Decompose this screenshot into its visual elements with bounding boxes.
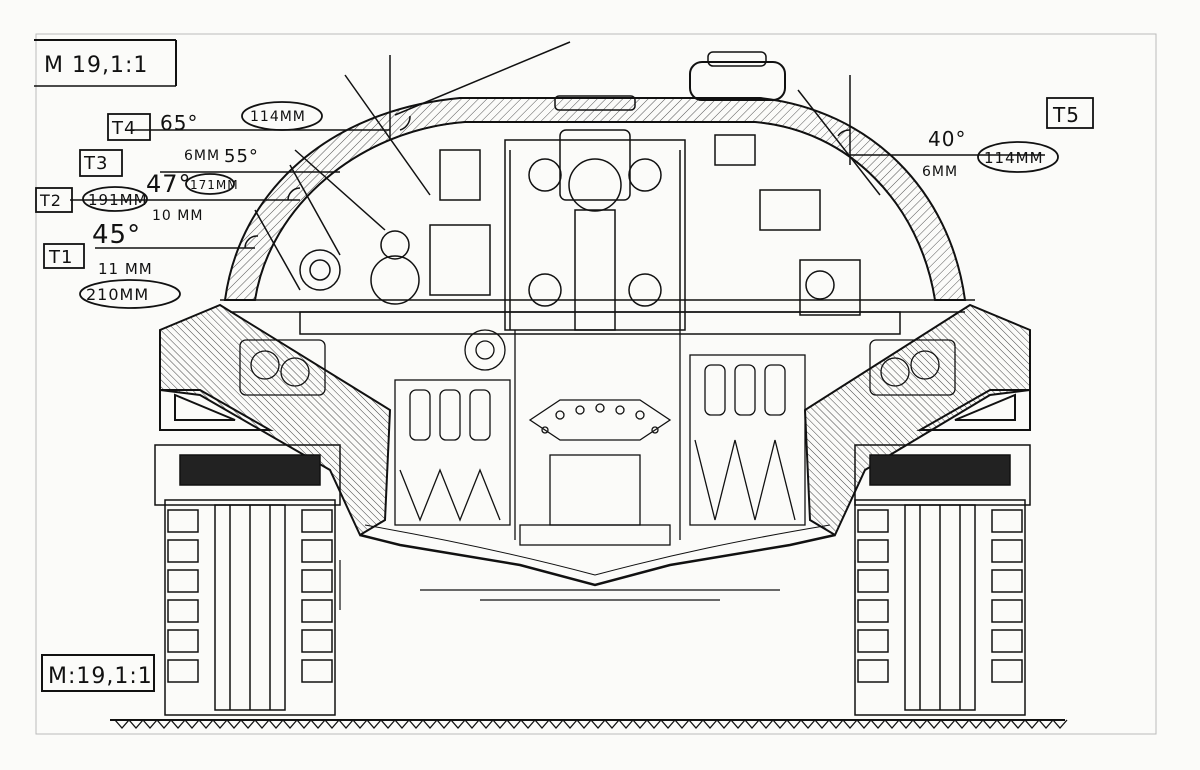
- tag-t3: T3: [83, 153, 108, 174]
- lower-hull: [339, 560, 856, 610]
- t1-effective: 210MM: [86, 285, 149, 304]
- ground-line: [110, 719, 1068, 729]
- t5-thickness: 6MM: [922, 164, 958, 180]
- tag-t1: T1: [48, 247, 73, 268]
- tag-boxes: [35, 97, 1094, 269]
- t5-angle: 40°: [928, 127, 966, 151]
- tag-t5: T5: [1052, 103, 1080, 127]
- t1-thickness: 11 MM: [98, 260, 153, 278]
- t1-angle: 45°: [92, 220, 141, 250]
- callout-text: M 19,1:1 M:19,1:1 T1 45° 11 MM 210MM T2 …: [39, 53, 1080, 689]
- callout-leaders: [70, 41, 1045, 291]
- right-track: [854, 444, 1031, 716]
- t2-effective: 191MM: [88, 191, 148, 209]
- scale-box-top: [34, 39, 177, 87]
- hull-roof: [220, 299, 975, 335]
- tag-t2: T2: [39, 191, 62, 210]
- scale-label-bottom: M:19,1:1: [48, 664, 153, 689]
- scale-box-bottom: [41, 654, 155, 692]
- t3-angle: 55°: [224, 146, 259, 167]
- t3-effective: 171MM: [190, 178, 239, 192]
- gun-breech: [299, 129, 861, 331]
- t5-effective: 114MM: [984, 149, 1044, 167]
- page-frame: [35, 33, 1157, 735]
- t2-thickness: 10 MM: [152, 208, 203, 224]
- turret: [223, 51, 967, 301]
- scale-label-top: M 19,1:1: [44, 53, 148, 78]
- left-track: [154, 444, 341, 716]
- hull-internals: [239, 329, 956, 546]
- t4-effective: 114MM: [250, 109, 306, 125]
- t3-thickness: 6MM: [184, 148, 220, 164]
- t2-angle: 47°: [146, 170, 192, 198]
- tag-t4: T4: [111, 118, 136, 139]
- t4-angle: 65°: [160, 111, 198, 135]
- thickness-ellipses: [79, 101, 1059, 309]
